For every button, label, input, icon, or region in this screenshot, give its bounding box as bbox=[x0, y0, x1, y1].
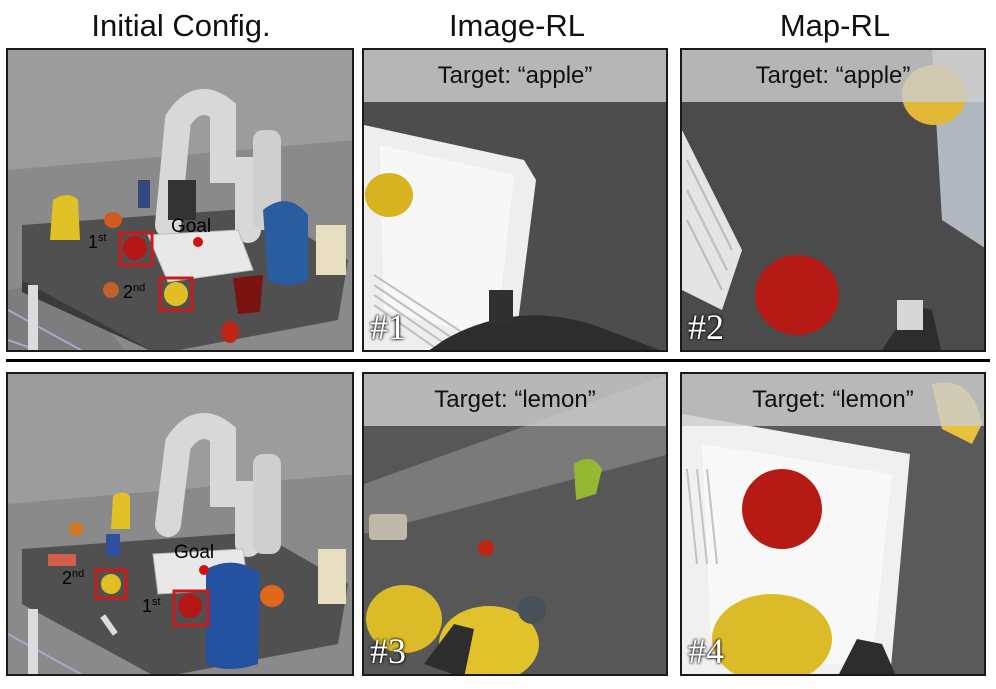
goal-label: Goal bbox=[174, 542, 215, 563]
target-label-bar: Target: “apple” bbox=[364, 50, 666, 102]
row-divider bbox=[6, 359, 990, 362]
map-rl-panel-2: Target: “lemon” #4 bbox=[680, 372, 986, 676]
step-number: #3 bbox=[370, 631, 406, 671]
scene-image bbox=[8, 50, 352, 350]
header-image-rl: Image-RL bbox=[448, 8, 586, 43]
first-order-label: 1st bbox=[88, 232, 107, 252]
first-order-label: 1st bbox=[142, 596, 161, 616]
header-map-rl: Map-RL bbox=[779, 8, 891, 43]
goal-label: Goal bbox=[171, 216, 212, 237]
target-label-bar: Target: “apple” bbox=[682, 50, 984, 102]
second-order-label: 2nd bbox=[62, 568, 85, 588]
step-number: #2 bbox=[688, 307, 724, 347]
initial-config-panel-2: 2nd 1st Goal bbox=[6, 372, 354, 676]
map-rl-panel-1: Target: “apple” #2 bbox=[680, 48, 986, 352]
step-number: #1 bbox=[370, 307, 406, 347]
second-target-box bbox=[158, 276, 194, 312]
header-initial-config: Initial Config. bbox=[91, 8, 271, 43]
scene-image bbox=[682, 374, 984, 674]
scene-image bbox=[8, 374, 352, 674]
step-number: #4 bbox=[688, 631, 724, 671]
image-rl-panel-1: Target: “apple” #1 bbox=[362, 48, 668, 352]
image-rl-panel-2: Target: “lemon” #3 bbox=[362, 372, 668, 676]
goal-dot bbox=[193, 237, 203, 247]
initial-config-panel-1: 1st 2nd Goal bbox=[6, 48, 354, 352]
second-target-box bbox=[94, 568, 128, 600]
goal-dot bbox=[199, 565, 209, 575]
target-label-bar: Target: “lemon” bbox=[364, 374, 666, 426]
target-label-bar: Target: “lemon” bbox=[682, 374, 984, 426]
first-target-box bbox=[118, 231, 154, 267]
second-order-label: 2nd bbox=[123, 282, 146, 302]
first-target-box bbox=[172, 589, 210, 627]
